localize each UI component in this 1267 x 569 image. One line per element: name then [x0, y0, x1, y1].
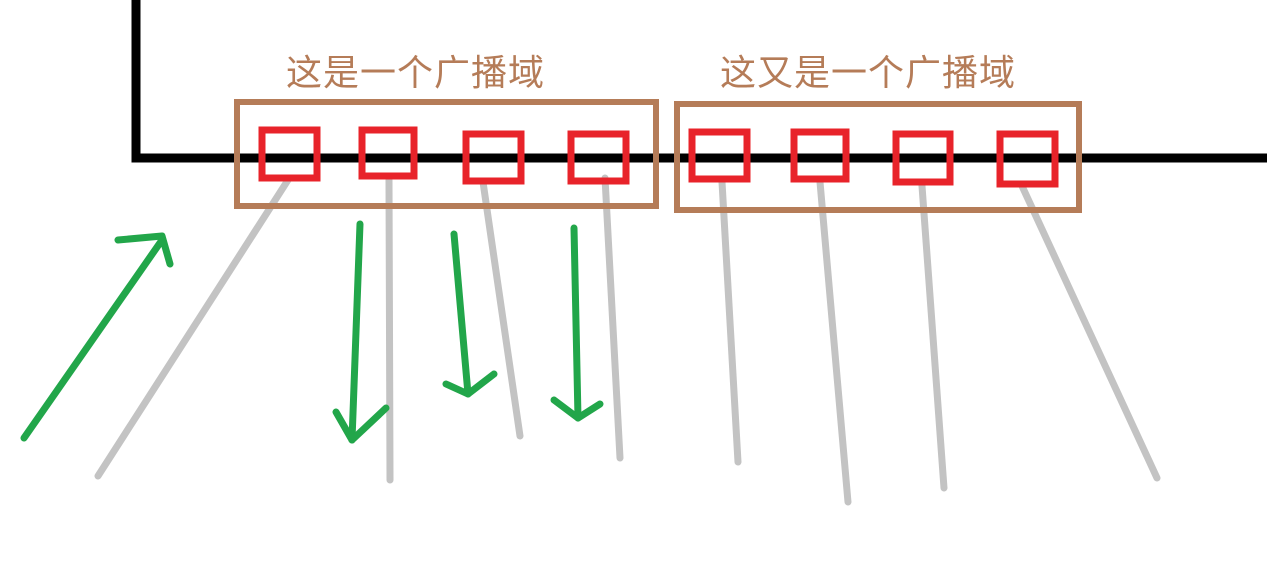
cable	[479, 178, 524, 440]
cable	[816, 178, 852, 506]
port	[358, 126, 418, 180]
arrow-down	[550, 224, 604, 422]
arrow-down	[442, 230, 498, 398]
arrow-up	[20, 232, 174, 442]
port	[462, 130, 525, 185]
cable	[94, 176, 292, 480]
broadcast-domain-label-1: 这是一个广播域	[286, 53, 546, 94]
port	[688, 128, 751, 183]
cable	[601, 174, 624, 462]
port	[258, 126, 321, 182]
port	[790, 128, 850, 183]
cable	[385, 176, 394, 484]
port	[567, 130, 630, 185]
traffic-arrows	[20, 220, 604, 444]
network-line	[131, 0, 1267, 163]
cable	[1018, 182, 1161, 482]
port	[892, 130, 954, 186]
broadcast-domain-label-2: 这又是一个广播域	[720, 53, 1017, 94]
cable	[718, 178, 742, 466]
port	[996, 130, 1059, 188]
broadcast-domain-box-1	[234, 99, 659, 209]
cable	[918, 182, 948, 492]
broadcast-domain-box-2	[674, 101, 1082, 213]
arrow-down	[332, 220, 390, 444]
ports	[258, 126, 1059, 188]
cables	[94, 174, 1161, 506]
